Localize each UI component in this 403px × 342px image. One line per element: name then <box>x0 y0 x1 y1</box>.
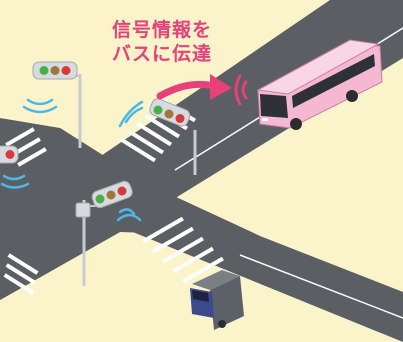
crosswalk-stripe <box>135 121 173 147</box>
signal-lamp-green <box>95 194 105 204</box>
signal-lamp-red <box>117 186 127 196</box>
bus-windshield <box>260 94 288 118</box>
signal-lamp-yellow <box>50 66 60 75</box>
crosswalk-stripe <box>17 147 47 167</box>
crosswalk-stripe <box>11 137 41 157</box>
signal-lamp-red <box>5 150 15 159</box>
lane-line <box>239 254 403 319</box>
signal-lamp-red <box>61 66 71 75</box>
traffic-signal <box>118 98 197 175</box>
crosswalk-stripe <box>3 273 35 295</box>
pedestrian-signal <box>75 202 91 218</box>
crosswalk-bottom <box>142 216 224 284</box>
signal-wave-icon <box>234 74 248 106</box>
signal-lamp-green <box>153 105 163 115</box>
crosswalk-left <box>5 127 47 167</box>
signal-lamp-yellow <box>106 190 116 200</box>
signal-wave-icon <box>116 208 142 222</box>
traffic-signal <box>22 61 82 148</box>
crosswalk-stripe <box>127 129 165 155</box>
bus-wheel <box>290 118 302 130</box>
bus <box>234 39 383 130</box>
truck-wheel <box>218 320 226 328</box>
crosswalk-stripe <box>119 137 157 163</box>
crosswalk-stripe <box>142 216 184 244</box>
crosswalk-stripe <box>182 256 224 284</box>
crosswalk-stripe <box>152 226 194 254</box>
bus-roof <box>256 39 380 95</box>
bus-side-windows <box>292 54 375 108</box>
truck-box <box>210 276 244 330</box>
arrow-icon <box>156 74 232 100</box>
crosswalk-lower-left <box>3 253 39 295</box>
crosswalk-stripe <box>5 127 35 147</box>
truck-windshield <box>192 290 209 302</box>
bus-headlight <box>262 118 268 121</box>
signal-lamp-yellow <box>164 109 174 119</box>
caption: 信号情報を バスに伝達 <box>92 18 232 66</box>
signal-wave-icon <box>118 100 144 128</box>
crosswalk-stripe <box>7 253 39 275</box>
traffic-signal <box>75 180 142 286</box>
signal-wave-icon <box>0 174 30 189</box>
caption-line: バスに伝達 <box>111 43 212 65</box>
crosswalk-stripe <box>5 263 37 285</box>
signal-wave-icon <box>22 98 58 114</box>
traffic-signal <box>0 145 30 189</box>
crosswalk-stripe <box>143 113 181 139</box>
caption-line: 信号情報を <box>111 19 212 41</box>
crosswalk-stripe <box>172 246 214 274</box>
signal-lamp-green <box>39 66 49 75</box>
truck <box>190 270 244 330</box>
truck-box-top <box>192 270 240 290</box>
signal-lamp-red <box>175 114 185 123</box>
bus-wheel <box>346 90 358 102</box>
crosswalk-stripe <box>162 236 204 264</box>
